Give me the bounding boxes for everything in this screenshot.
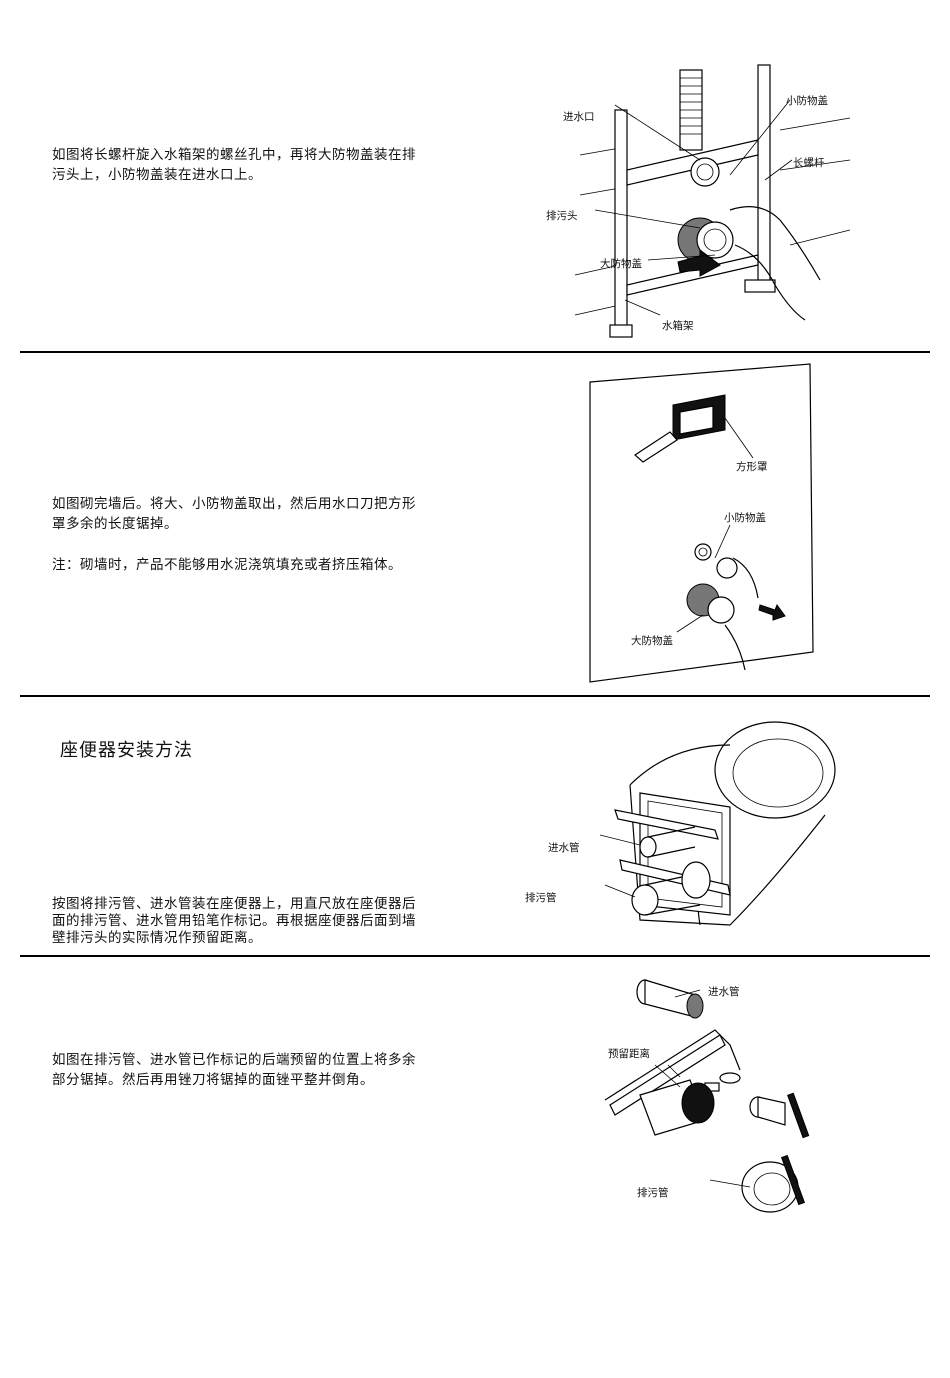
text-line: 如图砌完墙后。将大、小防物盖取出，然后用水口刀把方形 bbox=[52, 494, 416, 514]
corrugated-hose bbox=[680, 70, 702, 150]
text-line: 罩多余的长度锯掉。 bbox=[52, 514, 416, 534]
wall-cut-illustration bbox=[585, 360, 815, 690]
section-divider bbox=[20, 695, 930, 697]
label-inlet: 进水口 bbox=[563, 111, 595, 123]
label-big-cap-2: 大防物盖 bbox=[631, 635, 673, 647]
label-reserve-distance: 预留距离 bbox=[608, 1048, 650, 1060]
label-drain-pipe-2: 排污管 bbox=[637, 1187, 669, 1199]
section-divider bbox=[20, 351, 930, 353]
text-line: 污头上，小防物盖装在进水口上。 bbox=[52, 165, 416, 185]
label-big-cap: 大防物盖 bbox=[600, 258, 642, 270]
label-long-screw: 长螺杆 bbox=[793, 157, 825, 169]
label-small-cap-2: 小防物盖 bbox=[724, 512, 766, 524]
label-tank-frame: 水箱架 bbox=[662, 320, 694, 332]
pipe-cutting-illustration bbox=[600, 975, 840, 1215]
section-divider bbox=[20, 955, 930, 957]
text-line: 按图将排污管、进水管装在座便器上，用直尺放在座便器后 bbox=[52, 896, 416, 913]
instruction-text-4: 如图在排污管、进水管已作标记的后端预留的位置上将多余 部分锯掉。然后再用锉刀将锯… bbox=[52, 1050, 416, 1090]
text-line: 面的排污管、进水管用铅笔作标记。再根据座便器后面到墙 bbox=[52, 913, 416, 930]
label-inlet-pipe: 进水管 bbox=[548, 842, 580, 854]
label-drain-pipe: 排污管 bbox=[525, 892, 557, 904]
text-line: 如图将长螺杆旋入水箱架的螺丝孔中，再将大防物盖装在排 bbox=[52, 145, 416, 165]
instruction-text-1: 如图将长螺杆旋入水箱架的螺丝孔中，再将大防物盖装在排 污头上，小防物盖装在进水口… bbox=[52, 145, 416, 185]
label-drain-head: 排污头 bbox=[546, 210, 578, 222]
label-square-cover: 方形罩 bbox=[736, 461, 768, 473]
instruction-text-3: 按图将排污管、进水管装在座便器上，用直尺放在座便器后 面的排污管、进水管用铅笔作… bbox=[52, 896, 416, 947]
text-line: 如图在排污管、进水管已作标记的后端预留的位置上将多余 bbox=[52, 1050, 416, 1070]
instruction-text-2: 如图砌完墙后。将大、小防物盖取出，然后用水口刀把方形 罩多余的长度锯掉。 bbox=[52, 494, 416, 534]
label-inlet-pipe-2: 进水管 bbox=[708, 986, 740, 998]
toilet-marking-illustration bbox=[600, 715, 850, 940]
text-line: 壁排污头的实际情况作预留距离。 bbox=[52, 930, 416, 947]
label-small-cap: 小防物盖 bbox=[786, 95, 828, 107]
text-line: 部分锯掉。然后再用锉刀将锯掉的面锉平整并倒角。 bbox=[52, 1070, 416, 1090]
note-text: 注：砌墙时，产品不能够用水泥浇筑填充或者挤压箱体。 bbox=[52, 555, 402, 575]
section-title: 座便器安装方法 bbox=[60, 736, 193, 762]
